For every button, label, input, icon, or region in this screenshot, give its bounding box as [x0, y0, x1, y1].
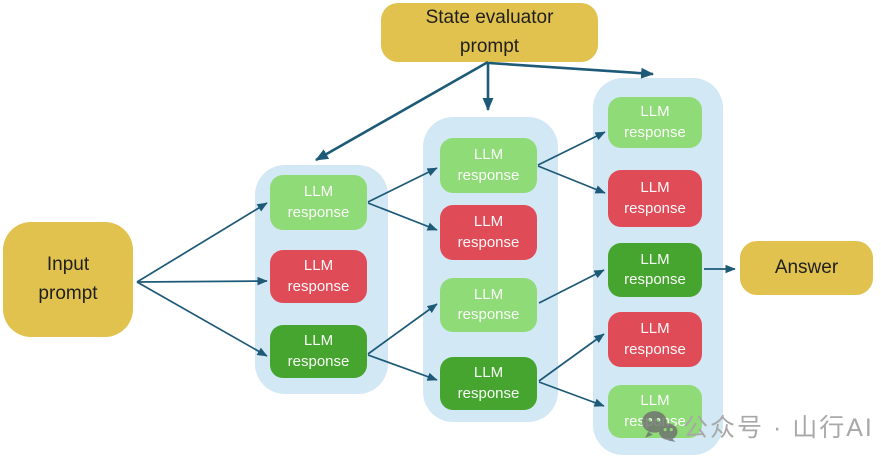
llm-response-node-c3b1: LLM response: [608, 97, 702, 148]
llm-response-node-c2b3: LLM response: [440, 278, 537, 332]
llm-response-node-c2b2: LLM response: [440, 205, 537, 260]
thought-column-1: LLM response LLM response LLM response: [255, 165, 388, 394]
edge-evaluator-to-column3: [488, 61, 655, 79]
llm-response-label: LLM response: [457, 146, 520, 184]
answer-label: Answer: [774, 256, 839, 278]
watermark-text: 公众号 · 山行AI: [683, 414, 874, 442]
llm-response-node-c1b3: LLM response: [270, 325, 367, 378]
llm-response-node-c1b2: LLM response: [270, 250, 367, 303]
edge-input-to-c1b2: [136, 276, 268, 286]
llm-response-label: LLM response: [457, 213, 520, 251]
llm-response-label: LLM response: [624, 320, 686, 358]
state-evaluator-prompt-label: State evaluator prompt: [425, 7, 554, 57]
edge-input-to-c1b3: [136, 281, 268, 357]
llm-response-label: LLM response: [624, 103, 686, 141]
state-evaluator-prompt-node: State evaluator prompt: [381, 3, 598, 62]
llm-response-label: LLM response: [624, 179, 686, 217]
input-prompt-node: Input prompt: [3, 222, 133, 337]
watermark: 公众号 · 山行AI: [641, 408, 874, 444]
llm-response-node-c3b2: LLM response: [608, 170, 702, 227]
llm-response-label: LLM response: [457, 285, 520, 323]
input-prompt-label: Input prompt: [38, 254, 98, 304]
thought-column-3: LLM response LLM response LLM response L…: [593, 78, 723, 455]
llm-response-label: LLM response: [287, 257, 350, 295]
llm-response-label: LLM response: [287, 183, 350, 221]
llm-response-label: LLM response: [457, 364, 520, 402]
answer-node: Answer: [740, 241, 873, 295]
llm-response-node-c2b1: LLM response: [440, 138, 537, 193]
llm-response-label: LLM response: [287, 332, 350, 370]
llm-response-node-c3b4: LLM response: [608, 312, 702, 367]
wechat-icon: [642, 411, 678, 442]
llm-response-node-c1b1: LLM response: [270, 175, 367, 230]
thought-column-2: LLM response LLM response LLM response L…: [423, 117, 558, 422]
llm-response-node-c3b3: LLM response: [608, 243, 702, 297]
edge-input-to-c1b1: [136, 202, 268, 283]
llm-response-label: LLM response: [624, 250, 686, 288]
llm-response-node-c2b4: LLM response: [440, 357, 537, 410]
